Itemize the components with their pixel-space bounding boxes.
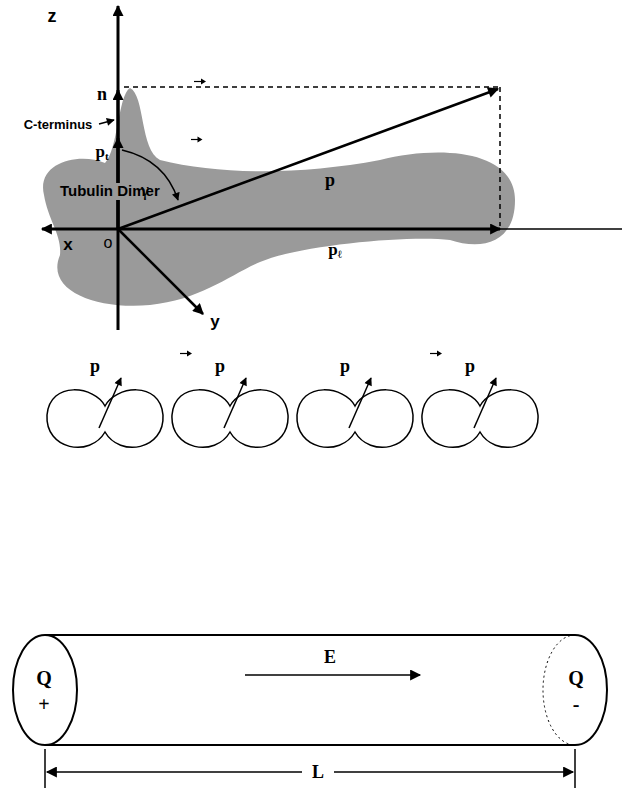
normal-vector (117, 90, 120, 229)
leader-line (99, 120, 114, 124)
vector-label: p (215, 357, 225, 375)
axis-label: z (48, 7, 57, 25)
label-text: p (465, 356, 475, 376)
subscript: t (105, 149, 109, 161)
dimension-tick (574, 749, 576, 788)
x-axis (42, 228, 118, 231)
axis-label: y (210, 313, 219, 330)
label-text: z (48, 6, 57, 26)
vector-accent (429, 350, 443, 357)
vector-accent (193, 78, 207, 85)
y-axis (118, 229, 203, 314)
angle-label: γ (141, 181, 149, 199)
dimension (45, 749, 575, 788)
cylinder-end (13, 635, 77, 745)
vector-label: p (465, 357, 475, 375)
dipole-vector (118, 89, 498, 229)
dimension-label: L (310, 763, 326, 781)
cylinder-edge (45, 744, 575, 746)
field-label: E (324, 648, 336, 666)
label-text: E (324, 647, 336, 667)
label-text: n (97, 84, 107, 104)
label-text: x (63, 235, 72, 254)
vector-accent (179, 350, 193, 357)
cylinder-edge (45, 634, 575, 636)
dimension-tick (44, 749, 46, 788)
angle-arc (122, 150, 178, 200)
label-text: p (90, 356, 100, 376)
dimer-outline (47, 378, 163, 447)
dimer-outline (297, 378, 413, 447)
cylinder-end (575, 635, 607, 745)
label-text: γ (141, 180, 149, 200)
vector-label: n (97, 85, 107, 103)
axis-extension (500, 228, 622, 230)
vector-label: p (90, 357, 100, 375)
label-text: + (38, 693, 49, 715)
z-axis (117, 6, 120, 330)
vector-accent (190, 136, 203, 143)
axis-label: x (63, 236, 72, 253)
coordinate-axes (42, 6, 622, 330)
callout-label: C-terminus (24, 118, 93, 131)
dimer-outline (172, 378, 288, 447)
vector-label: p (325, 171, 335, 189)
label-text: y (210, 312, 219, 331)
projection-line (124, 86, 500, 88)
vector-label: pℓ (328, 241, 342, 260)
label-text: Q (36, 667, 52, 689)
transverse-dipole (117, 138, 120, 229)
label-text: o (104, 234, 113, 251)
label-text: C-terminus (24, 117, 93, 132)
origin-label: o (104, 235, 113, 251)
label-text: p (215, 356, 225, 376)
hidden-edge (543, 635, 575, 745)
vector-label: pt (95, 143, 108, 162)
vector-symbol: p (95, 142, 104, 161)
charge-label: Q (36, 668, 52, 688)
vector-label: p (340, 357, 350, 375)
charge-sign: - (573, 694, 580, 714)
label-text: p (340, 356, 350, 376)
field-arrow (245, 674, 420, 676)
label-text: Q (568, 667, 584, 689)
longitudinal-dipole (118, 228, 500, 231)
charge-label: Q (568, 668, 584, 688)
dimension-line (47, 771, 302, 773)
dimer-outline (422, 378, 538, 447)
tubulin-dimer: Tubulin Dimer (36, 80, 522, 312)
dimer-row (47, 378, 538, 447)
dimer-body (43, 88, 515, 306)
vector-symbol: p (328, 240, 337, 259)
label-text: L (312, 762, 324, 782)
charge-sign: + (38, 694, 49, 714)
label-text: p (325, 170, 335, 190)
projection-line (499, 87, 501, 226)
subscript: ℓ (338, 247, 342, 259)
dimension-line (334, 771, 573, 773)
cylinder (13, 635, 607, 745)
label-text: - (573, 693, 580, 715)
